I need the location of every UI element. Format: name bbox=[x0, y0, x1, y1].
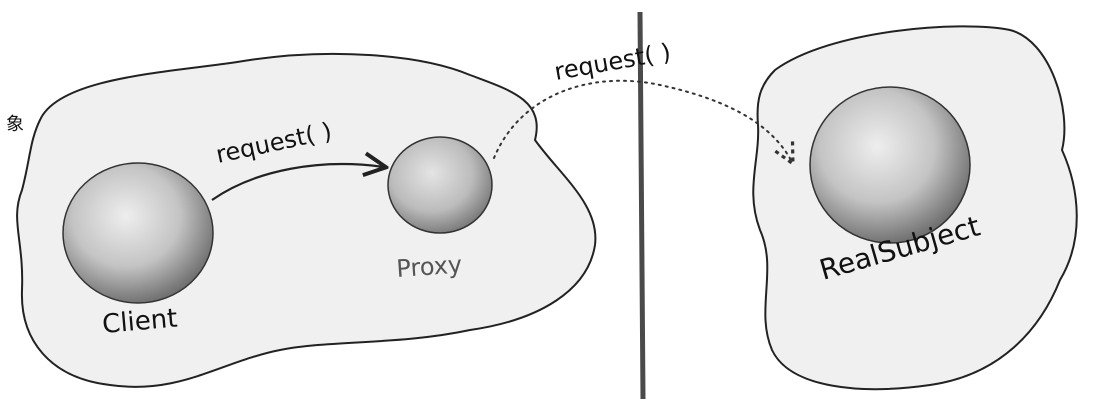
client-label: Client bbox=[101, 304, 179, 340]
proxy-label: Proxy bbox=[395, 250, 463, 283]
left-address-space-region bbox=[16, 52, 597, 388]
proxy-to-real-subject-dotted-arrow bbox=[493, 79, 792, 162]
request-label-remote: request( ) bbox=[552, 38, 673, 86]
margin-glyph: 象 bbox=[6, 114, 24, 135]
process-boundary-line bbox=[637, 11, 646, 399]
client-to-proxy-arrow bbox=[211, 164, 384, 201]
client-sphere bbox=[62, 162, 214, 304]
proxy-sphere bbox=[387, 136, 493, 234]
